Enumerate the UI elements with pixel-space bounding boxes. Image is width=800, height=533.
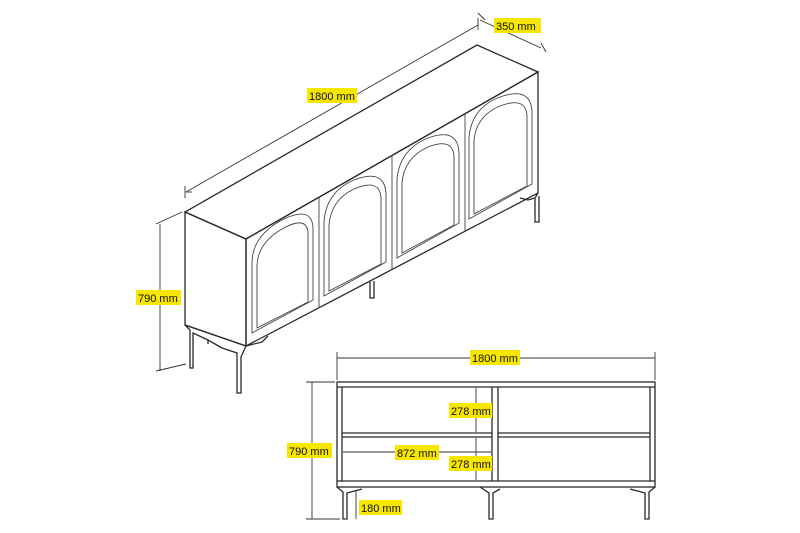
front-height-dimension: 790 mm [287,381,340,520]
front-width-dimension: 1800 mm [336,350,656,380]
front-width-label: 1800 mm [472,353,518,365]
iso-width-dimension: 1800 mm [184,18,479,198]
shelf-upper-label: 278 mm [451,406,491,418]
shelf-upper-dimension: 278 mm [449,388,492,432]
shelf-lower-label: 278 mm [451,459,491,471]
iso-width-label: 1800 mm [309,91,355,103]
isometric-cabinet [183,44,540,394]
iso-depth-dimension: 350 mm [477,12,547,53]
inner-width-dimension: 872 mm [343,445,491,460]
leg-height-label: 180 mm [361,503,401,515]
iso-height-label: 790 mm [138,293,178,305]
iso-height-dimension: 790 mm [136,211,187,372]
inner-width-label: 872 mm [397,448,437,460]
leg-height-dimension: 180 mm [355,490,402,519]
front-height-label: 790 mm [289,446,329,458]
shelf-lower-dimension: 278 mm [449,438,492,480]
front-cabinet [336,381,656,520]
iso-depth-label: 350 mm [496,21,536,33]
